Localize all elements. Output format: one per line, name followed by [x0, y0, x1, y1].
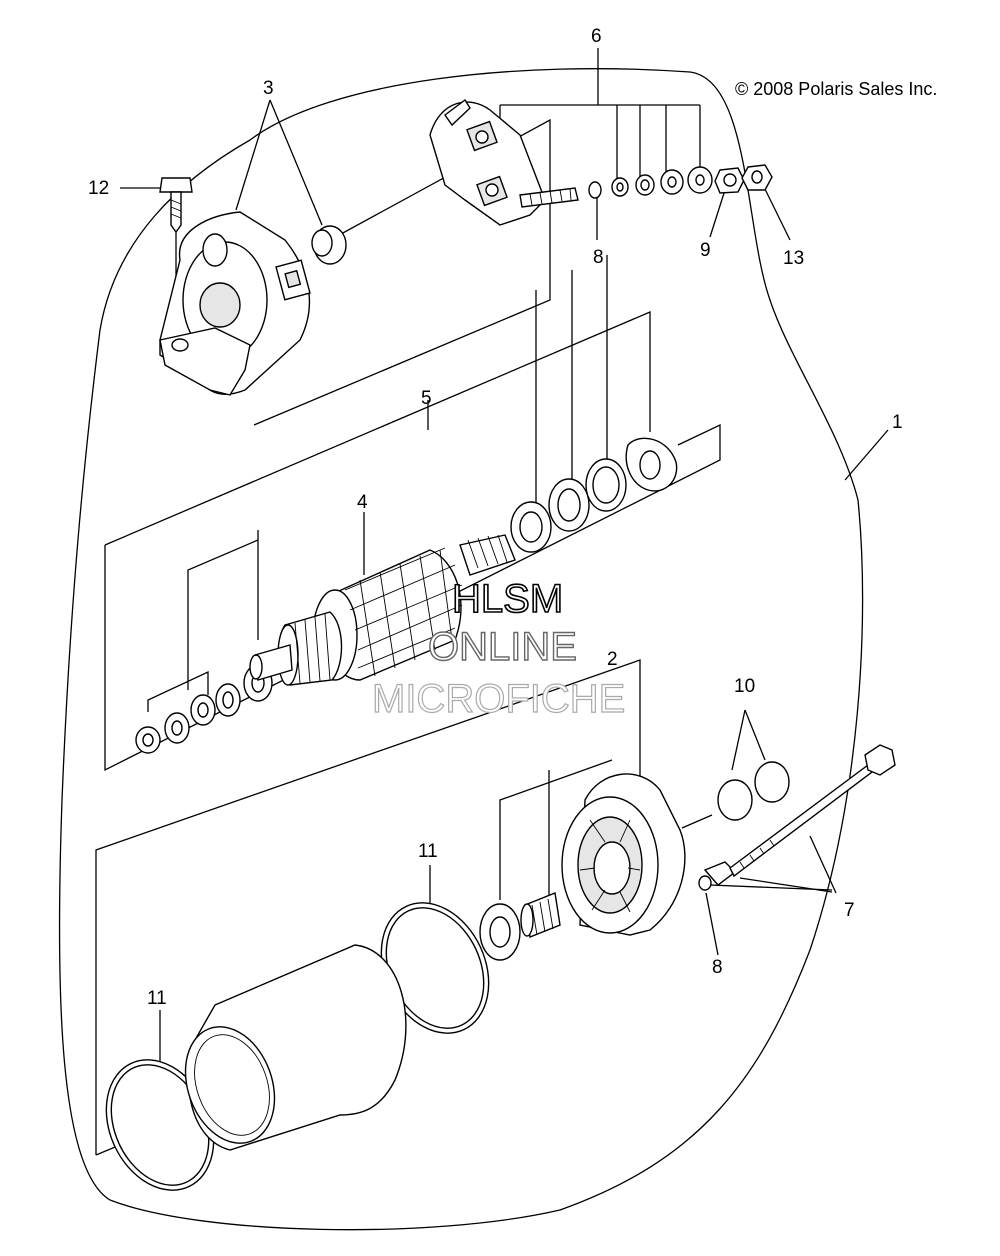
copyright-text: © 2008 Polaris Sales Inc. — [735, 79, 937, 99]
callout-2: 2 — [607, 649, 618, 670]
watermark-line3: MICROFICHE — [372, 677, 625, 721]
callout-5: 5 — [421, 388, 432, 409]
watermark-line2: ONLINE — [428, 625, 577, 669]
callout-1: 1 — [892, 412, 903, 433]
callout-11-bottom: 11 — [147, 988, 167, 1009]
callout-8-bottom: 8 — [712, 957, 723, 978]
motor-housing — [184, 944, 407, 1151]
end-cap-3 — [159, 211, 311, 396]
washers-5 — [135, 437, 678, 754]
callout-11-top: 11 — [418, 841, 438, 862]
watermark-line1: HLSM — [452, 577, 563, 621]
callout-8-top: 8 — [593, 247, 604, 268]
armature-4 — [249, 534, 516, 686]
thru-bolt-7 — [698, 744, 896, 891]
callout-13: 13 — [783, 248, 804, 269]
callout-12: 12 — [88, 178, 109, 199]
bolt-12 — [159, 177, 193, 234]
leader-lines — [95, 48, 889, 1156]
callout-4: 4 — [357, 492, 368, 513]
callout-10: 10 — [734, 676, 755, 697]
o-rings-11 — [105, 902, 490, 1191]
bearings — [479, 892, 561, 961]
callout-7: 7 — [844, 900, 855, 921]
brush-holder-6 — [429, 98, 773, 226]
callout-6: 6 — [591, 26, 602, 47]
assembly-outline — [58, 68, 864, 1231]
drive-end-housing-2 — [561, 773, 737, 936]
callout-3: 3 — [263, 78, 274, 99]
bushing-3 — [311, 225, 347, 265]
plugs-10 — [717, 761, 790, 821]
callout-9: 9 — [700, 240, 711, 261]
